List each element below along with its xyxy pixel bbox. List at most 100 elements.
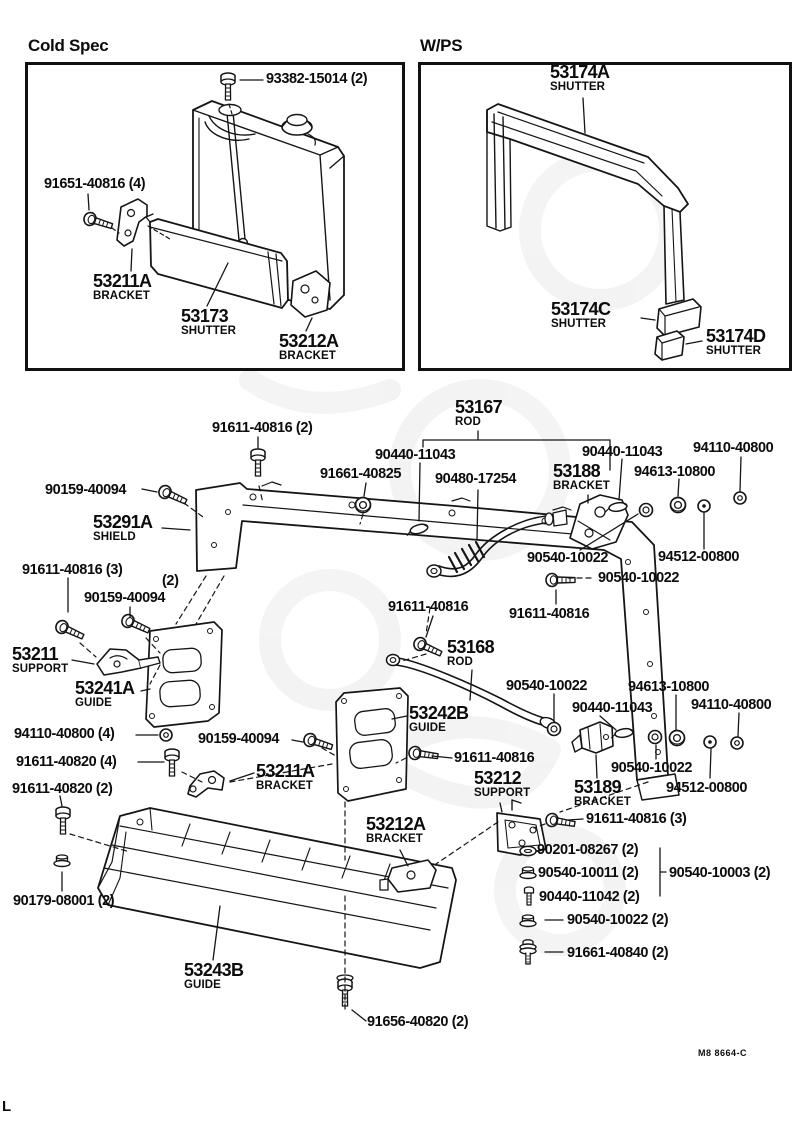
part-number: 53211A xyxy=(93,271,152,291)
part-label-91656-40820: 91656-40820 (2) xyxy=(367,1014,469,1030)
part-label-90201-08267: 90201-08267 (2) xyxy=(537,842,639,858)
part-label-94110-40800-b: 94110-40800 xyxy=(691,697,772,713)
part-label-91611-40816-center: 91611-40816 xyxy=(454,750,535,766)
part-label-91661-40840: 91661-40840 (2) xyxy=(567,945,669,961)
part-label-90540-10022-b: 90540-10022 xyxy=(598,570,680,586)
part-name: GUIDE xyxy=(184,978,221,991)
part-name: BRACKET xyxy=(553,479,610,492)
part-label-53168: 53168 ROD xyxy=(447,637,495,668)
support-53212-art xyxy=(496,799,547,856)
part-label-53212A-cold: 53212A BRACKET xyxy=(279,331,339,362)
part-label-53174D: 53174D SHUTTER xyxy=(706,326,766,357)
part-number: 53174D xyxy=(706,326,766,346)
part-label-53241A: 53241A GUIDE xyxy=(75,678,135,709)
part-number: 53174C xyxy=(551,299,611,319)
part-name: BRACKET xyxy=(93,289,150,302)
part-number: 53189 xyxy=(574,777,622,797)
part-label-91661-40825: 91661-40825 xyxy=(320,466,402,482)
part-number: 53212A xyxy=(279,331,339,351)
rod-53168-art xyxy=(385,653,557,730)
part-label-53211A-main: 53211A BRACKET xyxy=(256,761,315,792)
part-number: 53173 xyxy=(181,306,229,326)
part-label-53174C: 53174C SHUTTER xyxy=(551,299,611,330)
part-label-53167: 53167 ROD xyxy=(455,397,503,428)
part-label-53173: 53173 SHUTTER xyxy=(181,307,236,337)
part-label-94613-10800-a: 94613-10800 xyxy=(634,464,716,480)
part-label-94512-00800-a: 94512-00800 xyxy=(658,549,740,565)
part-label-90540-10022-x2: 90540-10022 (2) xyxy=(567,912,669,928)
part-number: 53243B xyxy=(184,960,244,980)
part-label-53291A: 53291A SHIELD xyxy=(93,512,153,543)
part-number: 53212 xyxy=(474,768,522,788)
part-label-90540-10022-a: 90540-10022 xyxy=(527,550,609,566)
part-number: 53167 xyxy=(455,397,503,417)
part-label-94110-40800-x4: 94110-40800 (4) xyxy=(14,726,115,742)
guide-53241A-art xyxy=(145,621,223,728)
part-label-53211A-cold: 53211A BRACKET xyxy=(93,271,152,302)
part-name: GUIDE xyxy=(75,696,112,709)
part-label-94613-10800-b: 94613-10800 xyxy=(628,679,710,695)
support-53211-art xyxy=(96,648,161,676)
part-label-91611-40816-x3-left: 91611-40816 (3) xyxy=(22,562,123,578)
part-label-90540-10011: 90540-10011 (2) xyxy=(538,865,639,881)
part-name: SHIELD xyxy=(93,530,136,543)
part-number: 53211A xyxy=(256,761,315,781)
wps-art xyxy=(486,97,703,361)
part-name: BRACKET xyxy=(366,832,423,845)
part-name: SHUTTER xyxy=(706,344,762,357)
part-label-90440-11043-c: 90440-11043 xyxy=(572,700,653,716)
part-number: 53211 xyxy=(12,644,59,664)
part-label-90540-10022-c: 90540-10022 xyxy=(506,678,588,694)
part-label-91611-40816-mid-right: 91611-40816 xyxy=(509,606,590,622)
wps-box xyxy=(418,62,792,371)
bracket-53212A-art xyxy=(379,859,437,893)
part-name: ROD xyxy=(455,415,481,428)
bracket-53211A-art xyxy=(187,770,225,798)
part-number: 53241A xyxy=(75,678,135,698)
part-label-90179-08001: 90179-08001 (2) xyxy=(13,893,115,909)
part-number: 53188 xyxy=(553,461,601,481)
cold-spec-art xyxy=(81,72,345,332)
part-name: SUPPORT xyxy=(12,662,69,675)
part-label-91611-40820-x2: 91611-40820 (2) xyxy=(12,781,113,797)
part-number: 53174A xyxy=(550,62,610,82)
part-name: SUPPORT xyxy=(474,786,531,799)
wps-title: W/PS xyxy=(420,36,463,55)
part-label-53189: 53189 BRACKET xyxy=(574,778,631,808)
part-name: GUIDE xyxy=(409,721,446,734)
corner-registration-mark: L xyxy=(2,1098,12,1115)
part-number: 53168 xyxy=(447,637,495,657)
rod-53167-art xyxy=(426,509,568,578)
part-label-91611-40816-mid-left: 91611-40816 xyxy=(388,599,469,615)
part-label-91611-40816-x2: 91611-40816 (2) xyxy=(212,420,313,436)
part-name: BRACKET xyxy=(256,779,313,792)
bracket-53189-art xyxy=(571,721,614,754)
assembly-dashed-lines xyxy=(69,485,649,1011)
part-label-90159-40094-c: 90159-40094 xyxy=(198,731,280,747)
cold-spec-box xyxy=(25,62,405,371)
part-number: 53291A xyxy=(93,512,153,532)
part-label-90159-40094-b: 90159-40094 xyxy=(84,590,166,606)
part-label-91651-40816: 91651-40816 (4) xyxy=(44,176,146,192)
guide-53243B-art xyxy=(97,807,457,969)
part-name: SHUTTER xyxy=(181,324,237,337)
leader-lines xyxy=(59,430,742,1022)
part-label-90440-11043-a: 90440-11043 xyxy=(375,447,456,463)
part-label-91611-40820-x4: 91611-40820 (4) xyxy=(16,754,117,770)
part-label-90540-10022-d: 90540-10022 xyxy=(611,760,693,776)
part-label-53174A: 53174A SHUTTER xyxy=(550,62,610,93)
part-label-90159-40094-a: 90159-40094 xyxy=(45,482,127,498)
part-label-90540-10003: 90540-10003 (2) xyxy=(669,865,771,881)
part-label-94110-40800-a: 94110-40800 xyxy=(693,440,774,456)
part-label-90440-11043-b: 90440-11043 xyxy=(582,444,663,460)
part-name: ROD xyxy=(447,655,473,668)
part-name: SHUTTER xyxy=(551,317,607,330)
plate-code: M8 8664-C xyxy=(698,1048,748,1058)
part-label-94512-00800-b: 94512-00800 xyxy=(666,780,748,796)
part-name: BRACKET xyxy=(279,349,336,362)
part-number: 53242B xyxy=(409,703,469,723)
part-label-53188: 53188 BRACKET xyxy=(553,462,610,492)
part-number: 53212A xyxy=(366,814,426,834)
part-label-53212A-main: 53212A BRACKET xyxy=(366,814,426,845)
